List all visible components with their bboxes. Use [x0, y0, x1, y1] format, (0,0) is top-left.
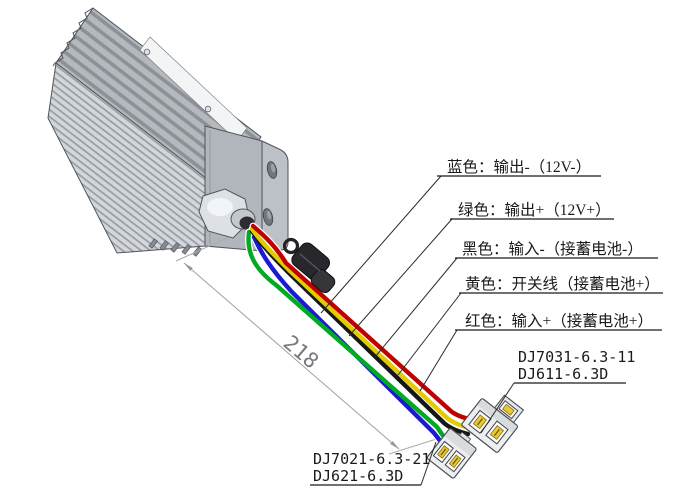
cable-gland: [198, 188, 256, 239]
channel-screw-hole: [204, 105, 212, 113]
label-green-wire: 绿色：输出+（12V+）: [458, 201, 611, 219]
leader-2pin-connector: [420, 441, 437, 486]
wire-casings: [245, 222, 504, 450]
leader-blue-wire: [320, 175, 442, 314]
label-2pin-line1: DJ7021-6.3-21: [313, 450, 430, 468]
connector-top-face: [477, 399, 518, 433]
flange-hole-highlight: [270, 163, 276, 173]
bottom-fin-teeth: [148, 238, 202, 257]
fuse-holder-loop: [282, 237, 300, 255]
dimension-arrowhead: [390, 441, 399, 449]
dimension-value: 218: [279, 331, 323, 374]
connector-3pin-input: [461, 394, 525, 453]
dimension-line: [183, 262, 400, 450]
label-2pin-line2: DJ621-6.3D: [313, 467, 403, 485]
flange-hole-highlight: [266, 210, 272, 220]
brass-terminal: [502, 403, 515, 416]
leader-black-wire: [374, 257, 458, 358]
leader-red-wire: [419, 329, 458, 392]
connector-2pin-output: [426, 428, 477, 479]
fuse-holder: [282, 237, 336, 294]
terminal-slot: [493, 428, 500, 437]
label-red-wire: 红色：输入+（接蓄电池+）: [465, 312, 653, 330]
connector-callouts: DJ7031-6.3-11 DJ611-6.3D DJ7021-6.3-21 D…: [310, 348, 635, 486]
connector-top-face: [444, 429, 476, 457]
fuse-holder-highlight: [299, 253, 321, 272]
label-blue-wire: 蓝色：输出-（12V-）: [447, 158, 591, 176]
label-3pin-line1: DJ7031-6.3-11: [518, 348, 635, 366]
label-black-wire: 黑色：输入-（接蓄电池-）: [462, 240, 643, 258]
dimension-arrowhead: [184, 263, 193, 271]
terminal-slot: [452, 457, 459, 465]
label-yellow-wire: 黄色：开关线（接蓄电池+）: [465, 275, 660, 293]
gland-highlight: [207, 198, 233, 216]
leader-green-wire: [348, 218, 453, 337]
heatsink-side-face: [47, 62, 225, 254]
label-3pin-line2: DJ611-6.3D: [518, 365, 608, 383]
wire-callouts: 蓝色：输出-（12V-） 绿色：输出+（12V+） 黑色：输入-（接蓄电池-） …: [320, 158, 663, 392]
leader-3pin-connector: [480, 382, 515, 434]
wire-harness: [245, 222, 504, 450]
terminal-slot: [440, 448, 447, 456]
fin-silhouette-edge: [52, 7, 94, 67]
connector-body: [461, 398, 519, 453]
terminal-slot: [476, 418, 483, 426]
channel-screw-hole: [143, 48, 151, 56]
fuse-holder-cap: [310, 268, 336, 294]
leader-yellow-wire: [397, 292, 462, 376]
